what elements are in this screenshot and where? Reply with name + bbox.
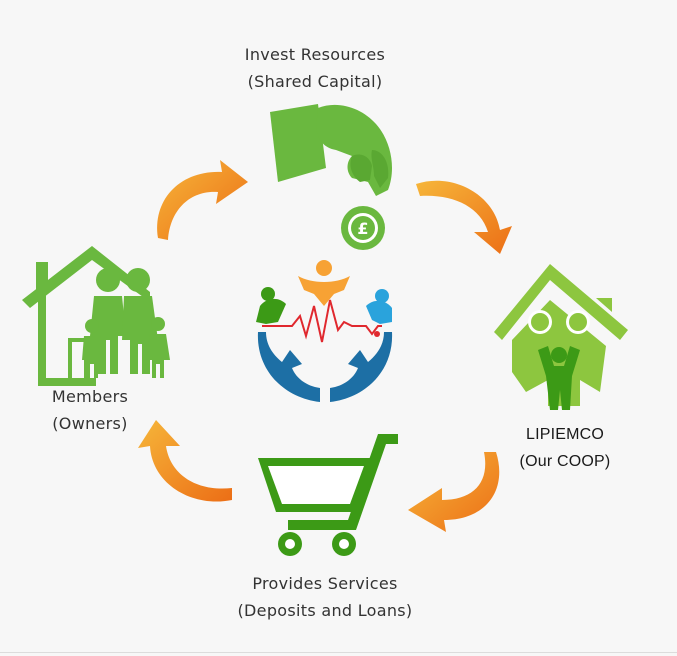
divider [0, 652, 677, 653]
house-family-icon [22, 246, 170, 386]
services-line1: Provides Services [252, 574, 398, 593]
members-line2: (Owners) [52, 414, 128, 433]
coop-label: LIPIEMCO (Our COOP) [495, 421, 635, 475]
cycle-arrow-icon [138, 420, 232, 502]
members-line1: Members [51, 387, 129, 406]
members-label: Members (Owners) [20, 383, 160, 437]
shopping-cart-icon [258, 434, 398, 556]
cycle-arrow-icon [416, 180, 512, 254]
cycle-arrow-icon [157, 160, 248, 240]
coop-line1: LIPIEMCO [525, 426, 605, 443]
hand-coin-icon: £ [270, 104, 392, 250]
coop-line2: (Our COOP) [519, 453, 611, 470]
cycle-arrow-icon [408, 452, 500, 532]
family-house-icon [494, 264, 628, 410]
services-line2: (Deposits and Loans) [237, 601, 413, 620]
invest-label: Invest Resources (Shared Capital) [200, 41, 430, 95]
invest-line2: (Shared Capital) [247, 72, 383, 91]
services-label: Provides Services (Deposits and Loans) [205, 570, 445, 624]
invest-line1: Invest Resources [244, 45, 386, 64]
currency-symbol: £ [357, 219, 368, 238]
coop-logo-icon [256, 260, 393, 402]
